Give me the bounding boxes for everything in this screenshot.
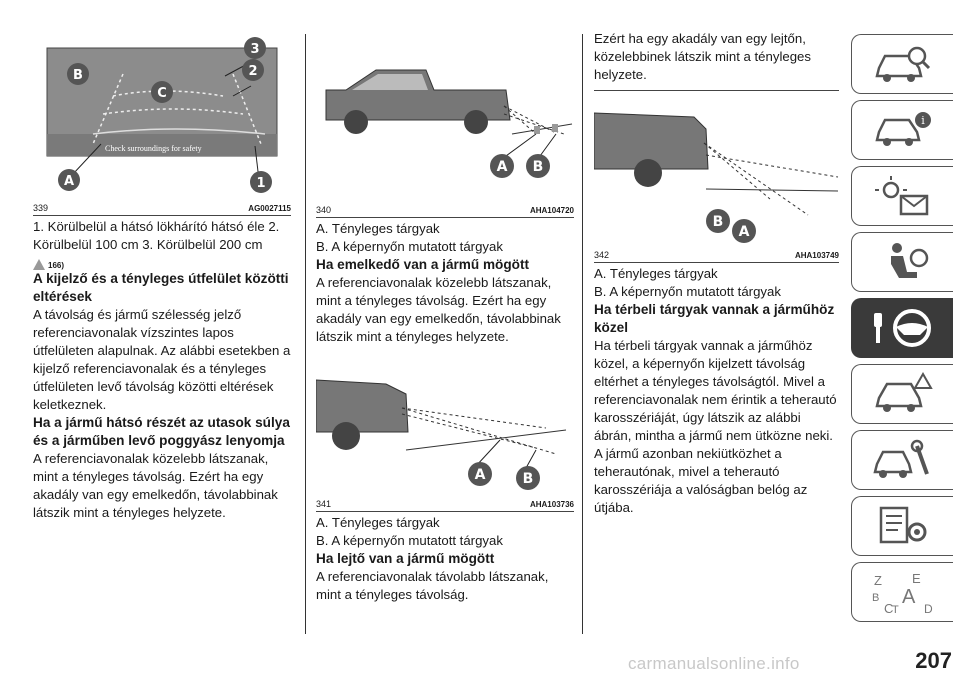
figure-code: AHA103749	[794, 251, 839, 260]
figure-caption: 341 AHA103736	[316, 498, 574, 512]
column-3: Ezért ha egy akadály van egy lejtőn, köz…	[594, 30, 839, 517]
label-2: 2	[248, 64, 257, 79]
figure-number: 340	[316, 205, 332, 215]
legend-a: A. Tényleges tárgyak	[316, 221, 440, 236]
figure-code: AHA103736	[529, 500, 574, 509]
camera-overlay-text: Check surroundings for safety	[105, 144, 202, 153]
figure-code: AHA104720	[529, 206, 574, 215]
watermark: carmanualsonline.info	[628, 654, 800, 673]
section-heading: A kijelző és a tényleges útfelület közöt…	[33, 271, 289, 304]
section-heading: Ha emelkedő van a jármű mögött	[316, 257, 530, 272]
figure-caption: 339 AG0027115	[33, 202, 291, 216]
legend-a: A. Tényleges tárgyak	[316, 515, 440, 530]
warning-triangle-icon	[33, 259, 45, 270]
legend-a: A. Tényleges tárgyak	[594, 266, 718, 281]
section-heading: Ha lejtő van a jármű mögött	[316, 551, 495, 566]
body-paragraph: A referenciavonalak közelebb látszanak, …	[316, 275, 561, 344]
tab-airbag-seat[interactable]	[851, 232, 953, 292]
pickup-rear-incline-illustration: A B	[316, 379, 567, 490]
figure-number: 341	[316, 499, 332, 509]
car-service-icon	[872, 439, 929, 478]
rear-camera-display-illustration: Check surroundings for safety B C 2 3 A …	[33, 34, 291, 202]
label-a: A	[497, 159, 508, 175]
figure-caption: 340 AHA104720	[316, 204, 574, 218]
figure-code: AG0027115	[248, 204, 291, 213]
car-search-icon	[874, 46, 930, 82]
label-b: B	[533, 159, 544, 175]
warning-ref-number: 166)	[48, 261, 65, 270]
label-a: A	[739, 224, 750, 240]
label-b: B	[73, 68, 83, 83]
tab-car-search[interactable]	[851, 34, 953, 94]
car-info-icon: i	[874, 112, 931, 146]
index-letter: D	[924, 602, 933, 615]
airbag-seat-icon	[890, 243, 928, 278]
pickup-rear-decline-illustration: B A	[594, 112, 839, 243]
figure-number: 339	[33, 203, 49, 213]
tab-car-breakdown[interactable]	[851, 364, 953, 424]
index-letter: Z	[874, 573, 882, 588]
index-letter: B	[872, 592, 879, 604]
label-1: 1	[256, 176, 265, 191]
figure-number: 342	[594, 250, 610, 260]
legend-b: B. A képernyőn mutatott tárgyak	[316, 239, 503, 254]
chapter-sidebar: i	[851, 34, 953, 628]
index-letter: C	[884, 601, 893, 615]
legend-b: B. A képernyőn mutatott tárgyak	[594, 284, 781, 299]
figure-caption: 342 AHA103749	[594, 249, 839, 263]
body-paragraph: A távolság és jármű szélesség jelző refe…	[33, 307, 291, 412]
label-b: B	[523, 471, 534, 487]
tab-car-info[interactable]: i	[851, 100, 953, 160]
warning-reference: 166)	[33, 254, 291, 270]
section-heading: Ha a jármű hátsó részét az utasok súlya …	[33, 415, 290, 448]
column-divider-2	[582, 34, 583, 634]
index-letter: A	[902, 586, 916, 608]
body-paragraph: A referenciavonalak távolabb látszanak, …	[316, 569, 549, 602]
index-icon: Z E B A C T D	[872, 571, 933, 615]
label-3: 3	[250, 42, 259, 57]
tab-car-service[interactable]	[851, 430, 953, 490]
figure-341: A B 341 AHA103736	[316, 350, 574, 512]
car-breakdown-icon	[874, 372, 933, 412]
svg-text:i: i	[921, 114, 925, 127]
tab-key-steering[interactable]	[851, 298, 953, 358]
warning-lights-icon	[874, 176, 928, 216]
label-a: A	[475, 467, 486, 483]
legend-b: B. A képernyőn mutatott tárgyak	[316, 533, 503, 548]
index-letter: E	[912, 571, 921, 586]
tab-index[interactable]: Z E B A C T D	[851, 562, 953, 622]
page-number: 207	[915, 648, 952, 673]
column-2: A B 340 AHA104720 A. Tényleges tárgyak B…	[316, 34, 574, 604]
figure-339: Check surroundings for safety B C 2 3 A …	[33, 34, 291, 216]
column-1: Check surroundings for safety B C 2 3 A …	[33, 34, 291, 522]
section-heading: Ha térbeli tárgyak vannak a járműhöz köz…	[594, 302, 835, 335]
figure-legend: 1. Körülbelül a hátsó lökhárító hátsó él…	[33, 219, 280, 252]
tab-technical-data[interactable]	[851, 496, 953, 556]
tab-warning-lights[interactable]	[851, 166, 953, 226]
technical-data-icon	[879, 506, 926, 544]
figure-340: A B 340 AHA104720	[316, 34, 574, 218]
key-steering-icon	[873, 309, 931, 347]
pickup-on-incline-illustration: A B	[325, 69, 573, 178]
label-b: B	[713, 214, 724, 230]
figure-342: B A 342 AHA103749	[594, 90, 839, 263]
body-paragraph: Ha térbeli tárgyak vannak a járműhöz köz…	[594, 338, 837, 515]
body-paragraph: A referenciavonalak közelebb látszanak, …	[33, 451, 278, 520]
body-paragraph: Ezért ha egy akadály van egy lejtőn, köz…	[594, 31, 811, 82]
label-c: C	[157, 86, 167, 101]
column-divider-1	[305, 34, 306, 634]
index-letter: T	[892, 604, 899, 615]
label-a: A	[64, 174, 74, 189]
